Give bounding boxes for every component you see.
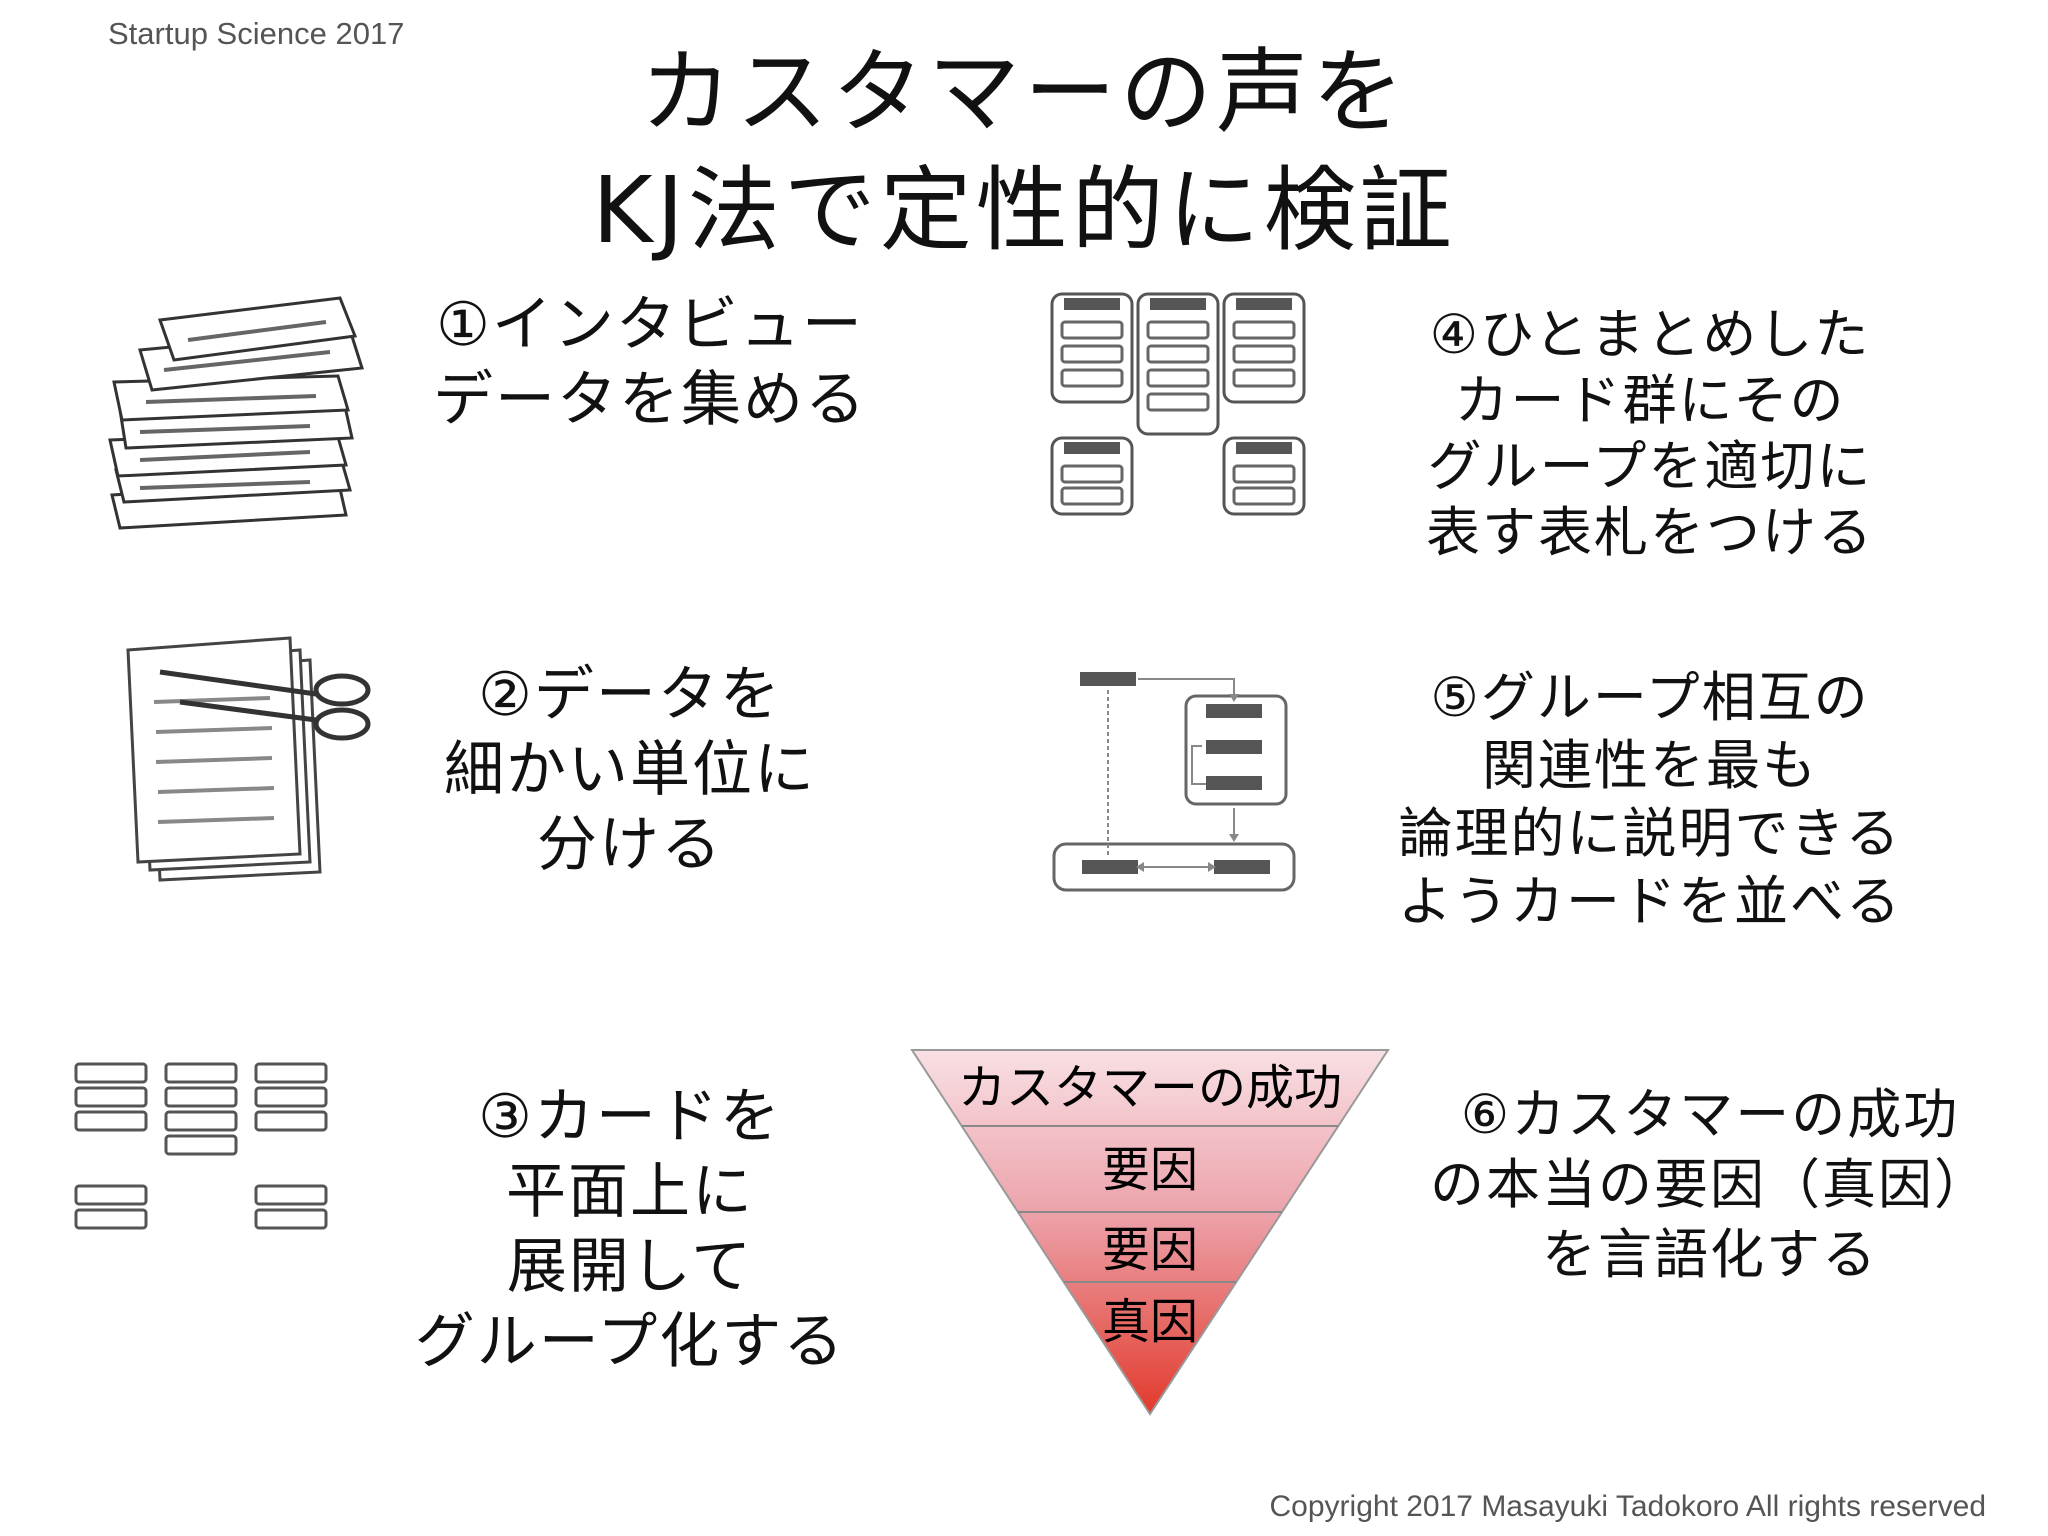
grouped-cards-icon (1050, 292, 1306, 516)
step-6-line-1: ⑥カスタマーの成功 (1460, 1083, 1960, 1146)
funnel-level-4: 真因 (1102, 1294, 1198, 1350)
paper-stack-icon (108, 296, 364, 530)
step-3-line-3: 展開して (506, 1232, 754, 1302)
step-2-text: ②データを 細かい単位に 分ける (380, 658, 880, 883)
funnel-level-2: 要因 (1102, 1142, 1198, 1198)
step-2-line-3: 分ける (537, 810, 723, 880)
step-4-line-2: カード群にその (1454, 369, 1846, 432)
flow-arrange-icon (1052, 672, 1296, 892)
step-6-line-2: の本当の要因（真因） (1430, 1153, 1990, 1216)
step-2-line-2: 細かい単位に (444, 735, 816, 805)
step-5-line-3: 論理的に説明できる (1398, 802, 1902, 865)
step-5-line-2: 関連性を最も (1482, 734, 1818, 797)
step-4-line-1: ④ひとまとめした (1429, 303, 1871, 366)
step-3-line-2: 平面上に (506, 1157, 754, 1227)
title-line-2: KJ法で定性的に検証 (592, 157, 1456, 264)
copyright-notice: Copyright 2017 Masayuki Tadokoro All rig… (1269, 1490, 1986, 1523)
step-6-text: ⑥カスタマーの成功 の本当の要因（真因） を言語化する (1400, 1080, 2020, 1290)
step-4-text: ④ひとまとめした カード群にその グループを適切に 表す表札をつける (1340, 302, 1960, 566)
brand-label: Startup Science 2017 (108, 16, 405, 51)
step-3-text: ③カードを 平面上に 展開して グループ化する (380, 1080, 880, 1380)
funnel-level-1: カスタマーの成功 (958, 1060, 1342, 1116)
step-3-line-1: ③カードを (478, 1082, 782, 1152)
funnel-level-3: 要因 (1102, 1222, 1198, 1278)
title-line-1: カスタマーの声を (639, 39, 1408, 146)
slide-title: カスタマーの声を KJ法で定性的に検証 (0, 34, 2048, 270)
step-2-line-1: ②データを (478, 660, 782, 730)
step-5-line-4: ようカードを並べる (1398, 870, 1902, 933)
scissors-paper-icon (126, 636, 371, 882)
step-1-text: ①インタビュー データを集める (380, 288, 920, 438)
funnel-icon: カスタマーの成功 要因 要因 真因 (910, 1049, 1390, 1416)
step-4-line-4: 表す表札をつける (1426, 501, 1874, 564)
step-6-line-3: を言語化する (1542, 1223, 1878, 1286)
step-1-line-2: データを集める (433, 365, 867, 435)
card-grid-icon (74, 1062, 328, 1230)
step-5-line-1: ⑤グループ相互の (1430, 666, 1870, 729)
step-3-line-4: グループ化する (414, 1307, 846, 1377)
step-4-line-3: グループを適切に (1427, 435, 1873, 498)
step-1-line-1: ①インタビュー (436, 290, 864, 360)
funnel-shape (910, 1049, 1390, 1416)
step-5-text: ⑤グループ相互の 関連性を最も 論理的に説明できる ようカードを並べる (1340, 664, 1960, 936)
